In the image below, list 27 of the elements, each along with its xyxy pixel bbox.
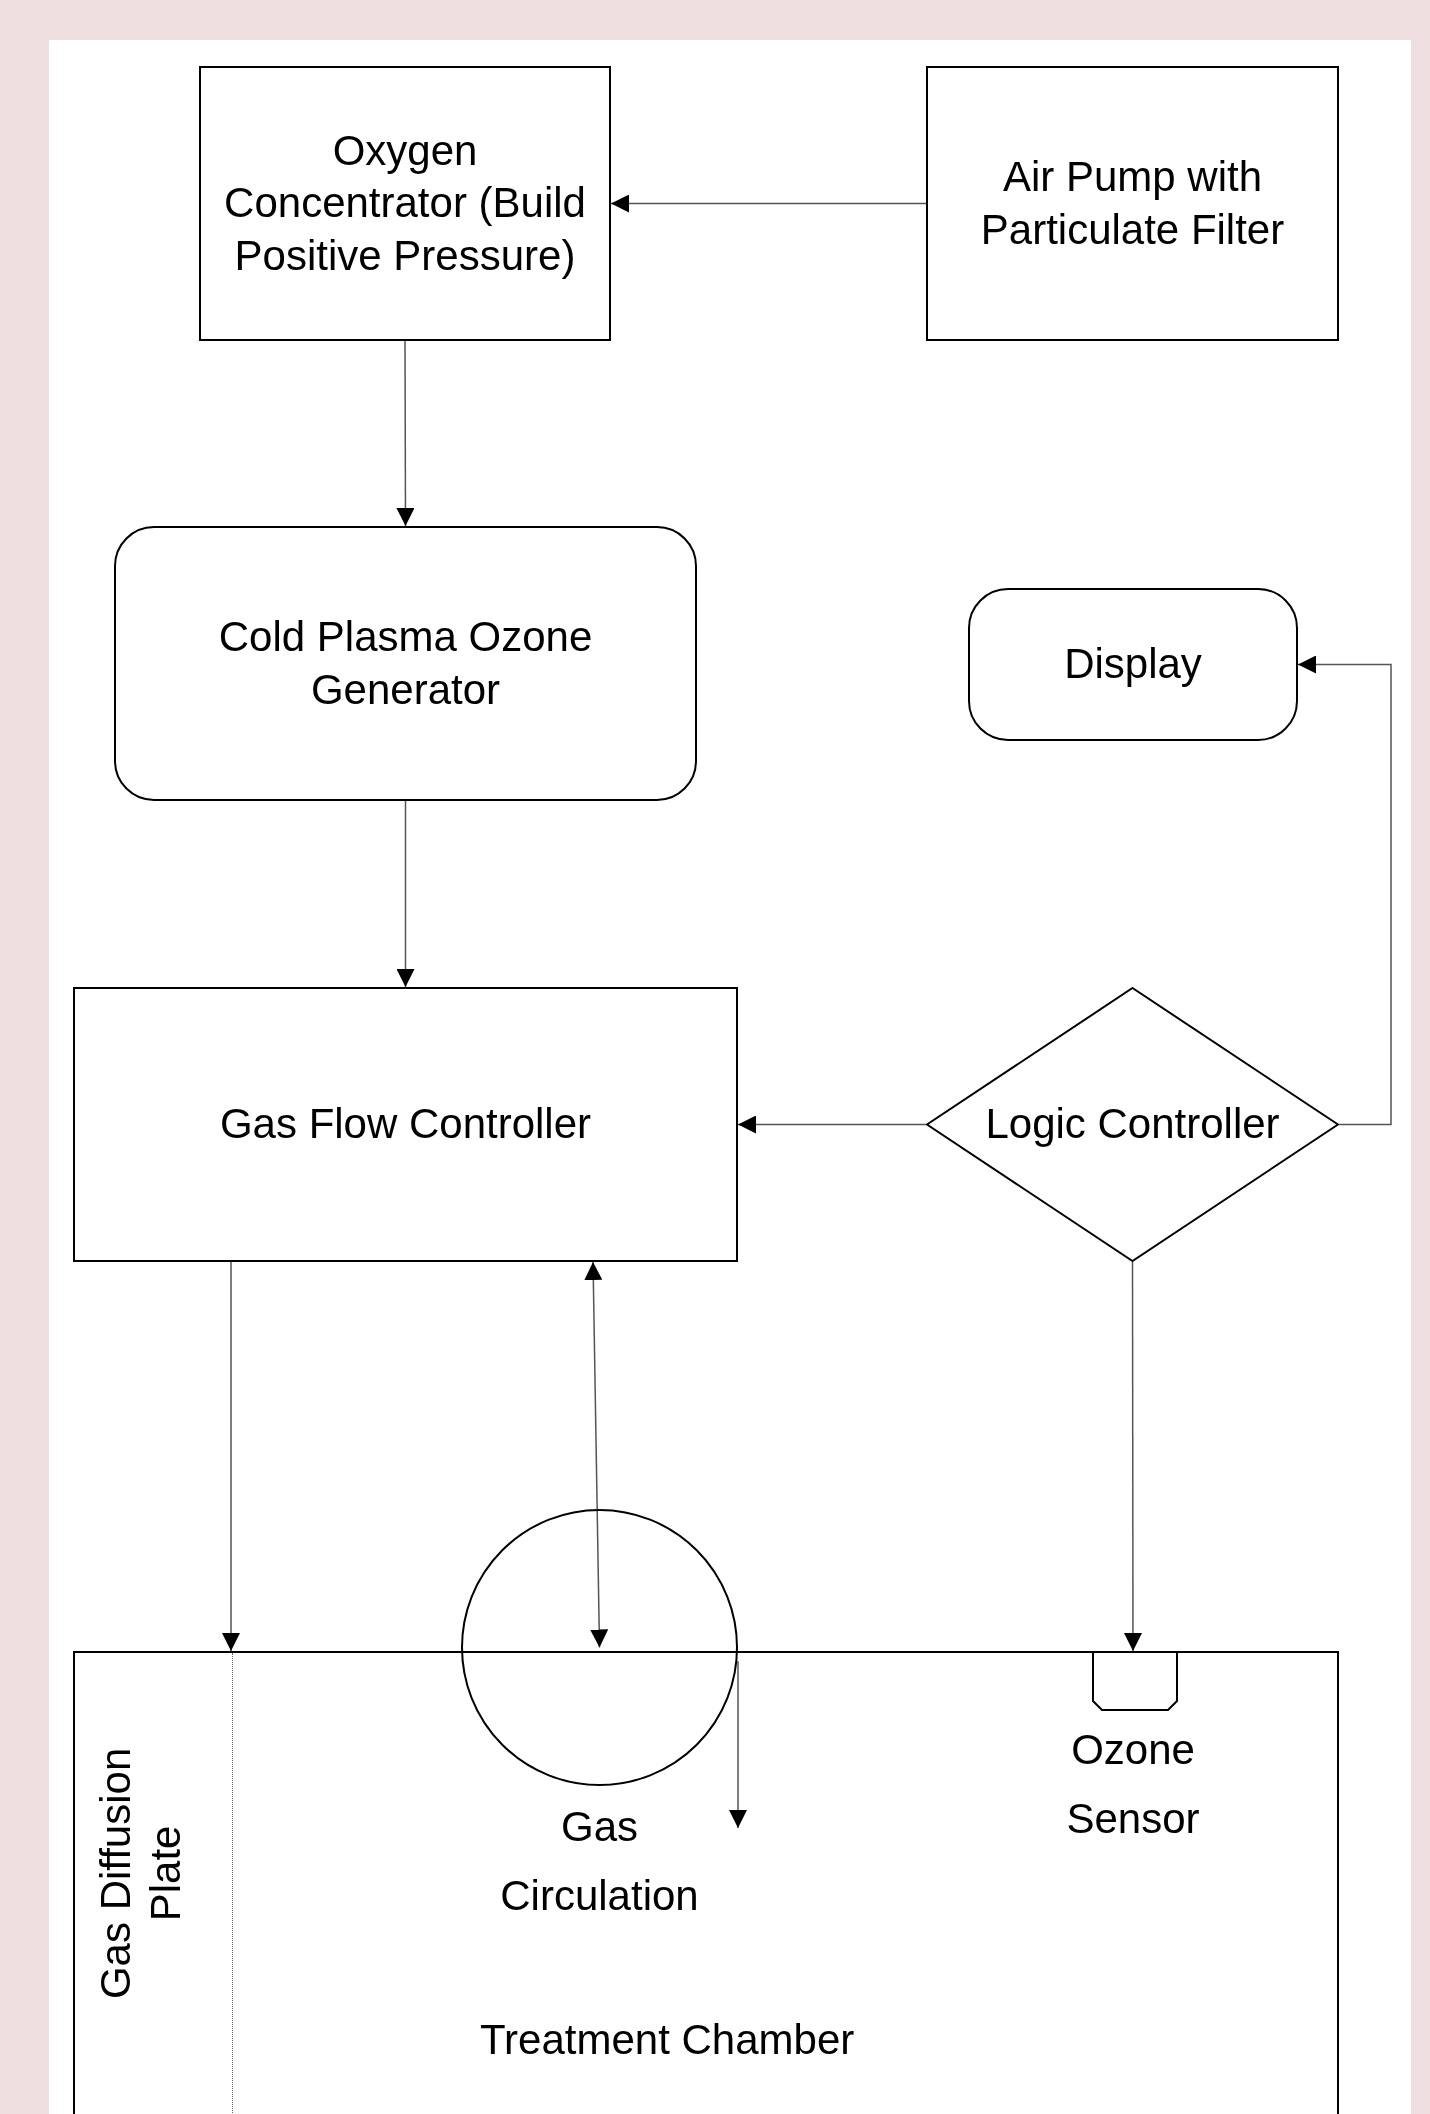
- node-caption: Ozone Sensor: [1065, 1725, 1201, 1845]
- rounded-box: [114, 526, 697, 801]
- arrow: [584, 1261, 609, 1649]
- node-label: Air Pump with Particulate Filter: [979, 152, 1286, 255]
- node-caption: Gas Circulation: [499, 1802, 700, 1922]
- node-label: Gas Flow Controller: [219, 1099, 592, 1150]
- node-label: Oxygen Concentrator (Build Positive Pressure): [223, 125, 587, 281]
- node-label: Display: [1064, 639, 1202, 690]
- rounded-box: [968, 588, 1298, 741]
- plate-label: Gas Diffusion Plate: [90, 1746, 190, 2002]
- arrow: [610, 194, 927, 213]
- arrow: [396, 340, 415, 527]
- arrow: [1297, 655, 1392, 1126]
- chamber-label: Treatment Chamber: [480, 2015, 855, 2065]
- sensor-shape: [1092, 1653, 1178, 1711]
- arrow: [222, 1261, 240, 1652]
- process-box: [73, 987, 738, 1262]
- arrow: [1124, 1261, 1142, 1652]
- node-label: Cold Plasma Ozone Generator: [217, 612, 594, 715]
- arrow: [729, 1660, 747, 1829]
- decision-diamond: [926, 987, 1339, 1262]
- arrow: [396, 800, 415, 988]
- chamber-box: [73, 1651, 1339, 2114]
- process-box: [926, 66, 1339, 341]
- process-box: [199, 66, 611, 341]
- arrow: [737, 1115, 927, 1134]
- node-label: Logic Controller: [985, 1099, 1280, 1150]
